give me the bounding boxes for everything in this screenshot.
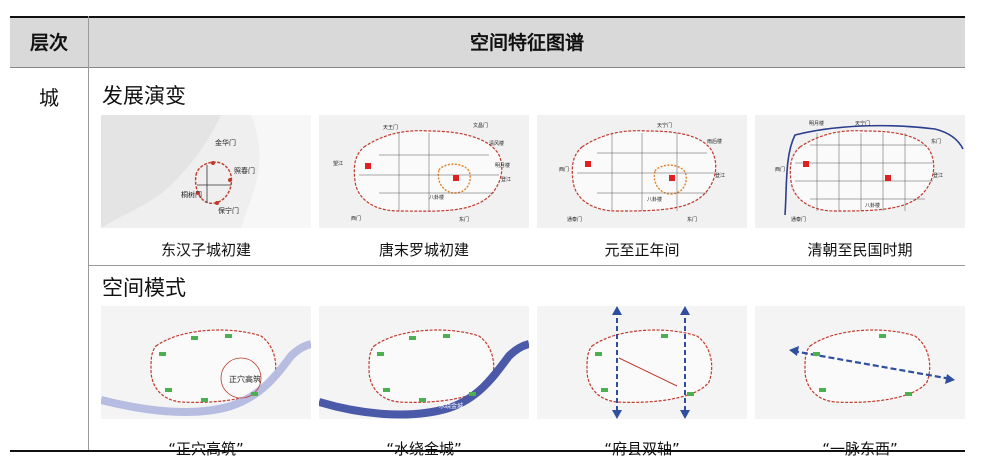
- caption-qing: 清朝至民国时期: [807, 241, 913, 259]
- map-east-han: 金华门 照春门 桐树门 保宁门: [101, 115, 311, 228]
- svg-text:通泰门: 通泰门: [567, 216, 582, 223]
- svg-text:正穴高筑: 正穴高筑: [229, 374, 261, 384]
- caption-yuan: 元至正年间: [604, 241, 680, 259]
- label-baoning: 保宁门: [218, 206, 239, 215]
- caption-late-tang: 唐末罗城初建: [378, 241, 469, 259]
- map-pattern-3: [537, 306, 747, 419]
- feature-table: 层次 空间特征图谱 城 发展演变 空间模式 金华门 照春门 桐树门 保宁门 东汉…: [10, 16, 965, 458]
- section-title-pattern: 空间模式: [102, 276, 186, 300]
- svg-text:水绕金城: 水绕金城: [439, 402, 463, 410]
- svg-text:西门: 西门: [351, 215, 361, 222]
- table-header: 层次 空间特征图谱: [10, 16, 965, 68]
- svg-text:登江: 登江: [501, 176, 511, 183]
- svg-text:明月楼: 明月楼: [495, 162, 510, 169]
- svg-text:通泰门: 通泰门: [791, 216, 806, 223]
- svg-text:天宁门: 天宁门: [855, 120, 870, 127]
- svg-text:西门: 西门: [559, 166, 569, 173]
- svg-text:天宁门: 天宁门: [657, 122, 672, 129]
- caption-pattern-2: “水绕金城”: [386, 440, 462, 458]
- svg-text:东门: 东门: [687, 216, 697, 223]
- column-divider: [88, 16, 89, 452]
- svg-text:登江: 登江: [715, 172, 725, 179]
- map-pattern-4: [755, 306, 965, 419]
- label-zhaochun: 照春门: [234, 166, 255, 175]
- svg-text:望江: 望江: [333, 160, 343, 167]
- caption-pattern-4: “一脉东西”: [822, 440, 898, 458]
- label-tongshu: 桐树门: [181, 190, 202, 199]
- svg-text:明月楼: 明月楼: [809, 120, 824, 127]
- svg-text:八卦楼: 八卦楼: [647, 196, 662, 203]
- map-qing: 天宁门 明月楼 东门 西门 登江 八卦楼 通泰门: [755, 115, 965, 228]
- map-pattern-2: 水绕金城: [319, 306, 529, 419]
- section-divider: [89, 265, 965, 266]
- svg-text:西门: 西门: [775, 166, 785, 173]
- caption-pattern-1: “正穴高筑”: [168, 440, 244, 458]
- label-jinhua: 金华门: [215, 138, 236, 147]
- svg-text:东门: 东门: [931, 138, 941, 145]
- svg-text:清风楼: 清风楼: [489, 140, 504, 147]
- svg-text:天王门: 天王门: [383, 124, 398, 131]
- map-pattern-1: 正穴高筑: [101, 306, 311, 419]
- svg-text:八卦楼: 八卦楼: [865, 202, 880, 209]
- header-level: 层次: [29, 32, 68, 54]
- map-yuan: 天宁门 西门 雨后楼 登江 八卦楼 东门 通泰门: [537, 115, 747, 228]
- caption-pattern-3: “府县双轴”: [604, 440, 680, 458]
- section-title-evolution: 发展演变: [102, 84, 186, 108]
- svg-text:东门: 东门: [459, 216, 469, 223]
- svg-text:八卦楼: 八卦楼: [429, 194, 444, 201]
- svg-text:登江: 登江: [933, 172, 943, 179]
- svg-text:雨后楼: 雨后楼: [707, 138, 722, 145]
- svg-text:文昌门: 文昌门: [473, 122, 488, 129]
- map-late-tang: 天王门 文昌门 清风楼 望江 明月楼 西门 八卦楼 东门 登江: [319, 115, 529, 228]
- caption-east-han: 东汉子城初建: [160, 241, 251, 259]
- header-feature: 空间特征图谱: [469, 32, 584, 54]
- level-label: 城: [39, 86, 59, 110]
- table-bottom-rule: [10, 450, 965, 452]
